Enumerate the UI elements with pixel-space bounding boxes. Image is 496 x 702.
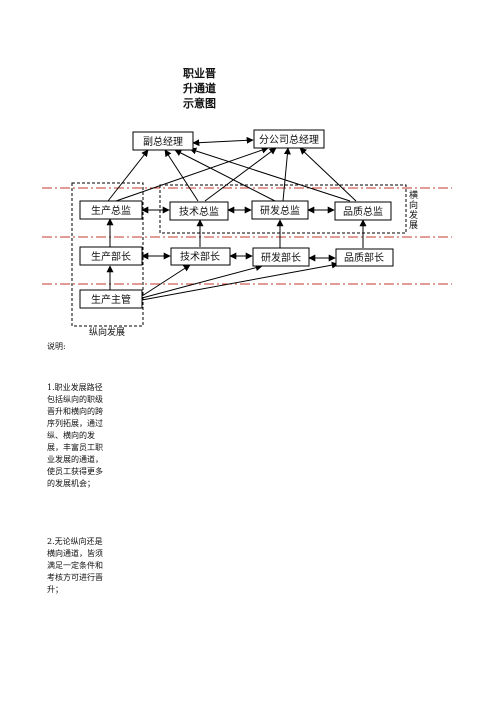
node-tech-manager: 技术部长: [180, 250, 220, 263]
arrow-deputy-branch: [192, 136, 254, 147]
node-box-tech-director: [169, 201, 229, 221]
node-box-prod-supervisor: [79, 289, 143, 309]
node-box-qa-director: [334, 201, 392, 221]
node-prod-supervisor: 生产主管: [91, 293, 131, 306]
arrow-techdir-deputy: [164, 149, 199, 202]
node-box-qa-manager: [335, 248, 394, 267]
arrow-qadir-deputy: [189, 147, 351, 202]
diagram-title: 职业晋 升通道 示意图: [183, 66, 223, 111]
node-rd-manager: 研发部长: [261, 251, 301, 264]
node-box-prod-director: [79, 200, 143, 220]
node-box-deputy-gm: [132, 131, 194, 151]
node-tech-director: 技术总监: [179, 205, 219, 218]
node-prod-manager: 生产部长: [91, 250, 131, 263]
title-line-2: 升通道: [183, 82, 216, 95]
arrow-qadir-branch: [299, 147, 357, 202]
node-rd-director: 研发总监: [260, 204, 300, 217]
notes-item-2: 2.无论纵向还是横向通道，皆须满足一定条件和考核方可进行晋升；: [47, 537, 103, 594]
arrow-rddir-branch: [282, 147, 291, 202]
arrow-proddir-deputy: [107, 149, 149, 202]
horizontal-dev-label: 横向发展: [407, 189, 418, 230]
node-qa-manager: 品质部长: [344, 251, 384, 264]
title-line-3: 示意图: [183, 97, 216, 110]
arrow-supervisor-qamgr: [141, 261, 339, 301]
arrow-proddir-branch: [115, 146, 269, 202]
node-box-rd-manager: [252, 247, 310, 267]
notes-item-1: 1.职业发展路径包括纵向的职级晋升和横向的跨序列拓展，通过纵、横向的发展，丰富员…: [47, 383, 103, 488]
notes-heading: 说明:: [47, 342, 66, 351]
horizontal-dev-region: [159, 184, 407, 234]
node-qa-director: 品质总监: [343, 205, 383, 218]
title-line-1: 职业晋: [183, 67, 216, 80]
node-deputy-gm: 副总经理: [143, 135, 183, 148]
vertical-dev-label: 纵向发展: [89, 326, 125, 338]
node-box-tech-manager: [170, 247, 231, 266]
arrow-supervisor-techmgr: [141, 264, 191, 297]
arrow-techdir-branch: [204, 147, 277, 202]
node-prod-director: 生产总监: [91, 204, 131, 217]
node-box-prod-manager: [79, 246, 143, 266]
node-branch-gm: 分公司总经理: [259, 133, 319, 146]
arrow-rddir-deputy: [174, 149, 276, 202]
arrow-supervisor-rdmgr: [141, 264, 263, 299]
node-box-rd-director: [251, 200, 309, 220]
node-box-branch-gm: [253, 129, 325, 149]
